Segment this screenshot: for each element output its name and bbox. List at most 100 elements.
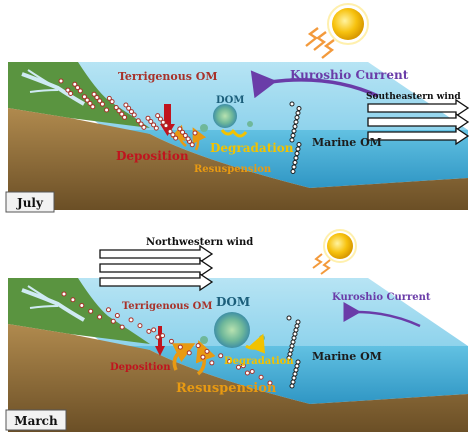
particle [106,95,112,101]
particle [79,303,85,309]
particle [110,318,116,324]
particle [294,151,300,156]
season-tag-march [5,409,67,431]
particle [291,128,297,134]
current-arrow-icon [343,301,421,328]
particle [114,313,120,319]
particle [293,327,299,333]
particle [91,91,97,97]
particle [145,115,151,121]
label-deposition: Deposition [110,362,171,373]
particle [244,370,250,376]
particle [68,90,74,96]
particle [288,347,294,353]
particle [99,101,105,107]
particle [177,344,183,350]
particle [286,315,292,321]
label-wind: Southeastern wind [366,92,461,102]
label-wind: Northwestern wind [146,237,253,248]
particle [292,371,298,377]
particle [289,343,295,349]
particle [293,119,299,125]
particle [289,383,295,389]
particle [151,327,157,333]
terrigenous-particles [58,78,198,148]
sunlight-rays-icon [312,253,331,275]
particle [290,379,296,385]
particle [119,111,125,117]
degradation-arrows [220,129,248,138]
particle [97,98,103,104]
label-terrigenous-om: Terrigenous OM [118,70,218,83]
particle [105,307,111,313]
particle [209,360,215,366]
particle [290,339,296,345]
river [21,288,85,322]
particle [160,333,166,339]
seabed [8,324,468,432]
particle [126,105,132,111]
particle [185,136,191,142]
label-terrigenous-om: Terrigenous OM [122,301,212,312]
sun-icon [327,3,369,45]
particle [94,95,100,101]
particle [293,367,299,373]
dom-sphere [214,312,250,348]
particle [138,121,144,127]
particle [295,110,301,116]
particle [192,130,198,136]
particle [153,125,159,131]
particle [292,160,298,165]
particle [122,114,128,120]
particle [87,100,93,106]
particle [294,323,300,329]
particle [292,124,298,129]
coastal-land [8,278,150,344]
particle [291,375,297,381]
particle [227,358,233,364]
particle [84,97,90,103]
particle [289,101,295,107]
particle [65,87,71,93]
particle [128,317,134,323]
panel-march: Terrigenous OM Kuroshio Current Northwes… [5,229,468,432]
particle [218,353,224,359]
particle [236,364,242,370]
current-arrow-icon [250,70,379,99]
label-degradation: Degradation [210,141,294,155]
particle [97,314,103,320]
particle [155,113,161,119]
particle [163,123,169,129]
particle [131,112,137,118]
particle [267,380,273,386]
particle [157,116,163,122]
particle [77,88,83,94]
season-label-july: July [16,196,44,210]
particle [186,350,192,356]
label-marine-om: Marine OM [312,136,382,149]
particle [81,94,87,100]
terrigenous-particles [61,291,273,386]
particle [61,291,67,297]
particle [296,106,302,111]
particle [249,368,255,374]
particle [170,132,176,138]
particle [119,324,125,330]
particle [290,169,296,174]
particle [88,308,94,314]
seabed [8,108,468,210]
label-kuroshio-current: Kuroshio Current [290,68,409,82]
panel-july: Terrigenous OM Kuroshio Current Southeas… [5,3,470,213]
particle [135,118,141,124]
particle [58,78,64,84]
sunlight-rays-icon [305,27,335,59]
particle [72,81,78,87]
particle [240,363,246,369]
label-marine-om: Marine OM [312,350,382,363]
particle [155,334,161,340]
particle [123,102,129,108]
particle [204,348,210,354]
particle [160,119,166,125]
label-deposition: Deposition [116,149,189,163]
